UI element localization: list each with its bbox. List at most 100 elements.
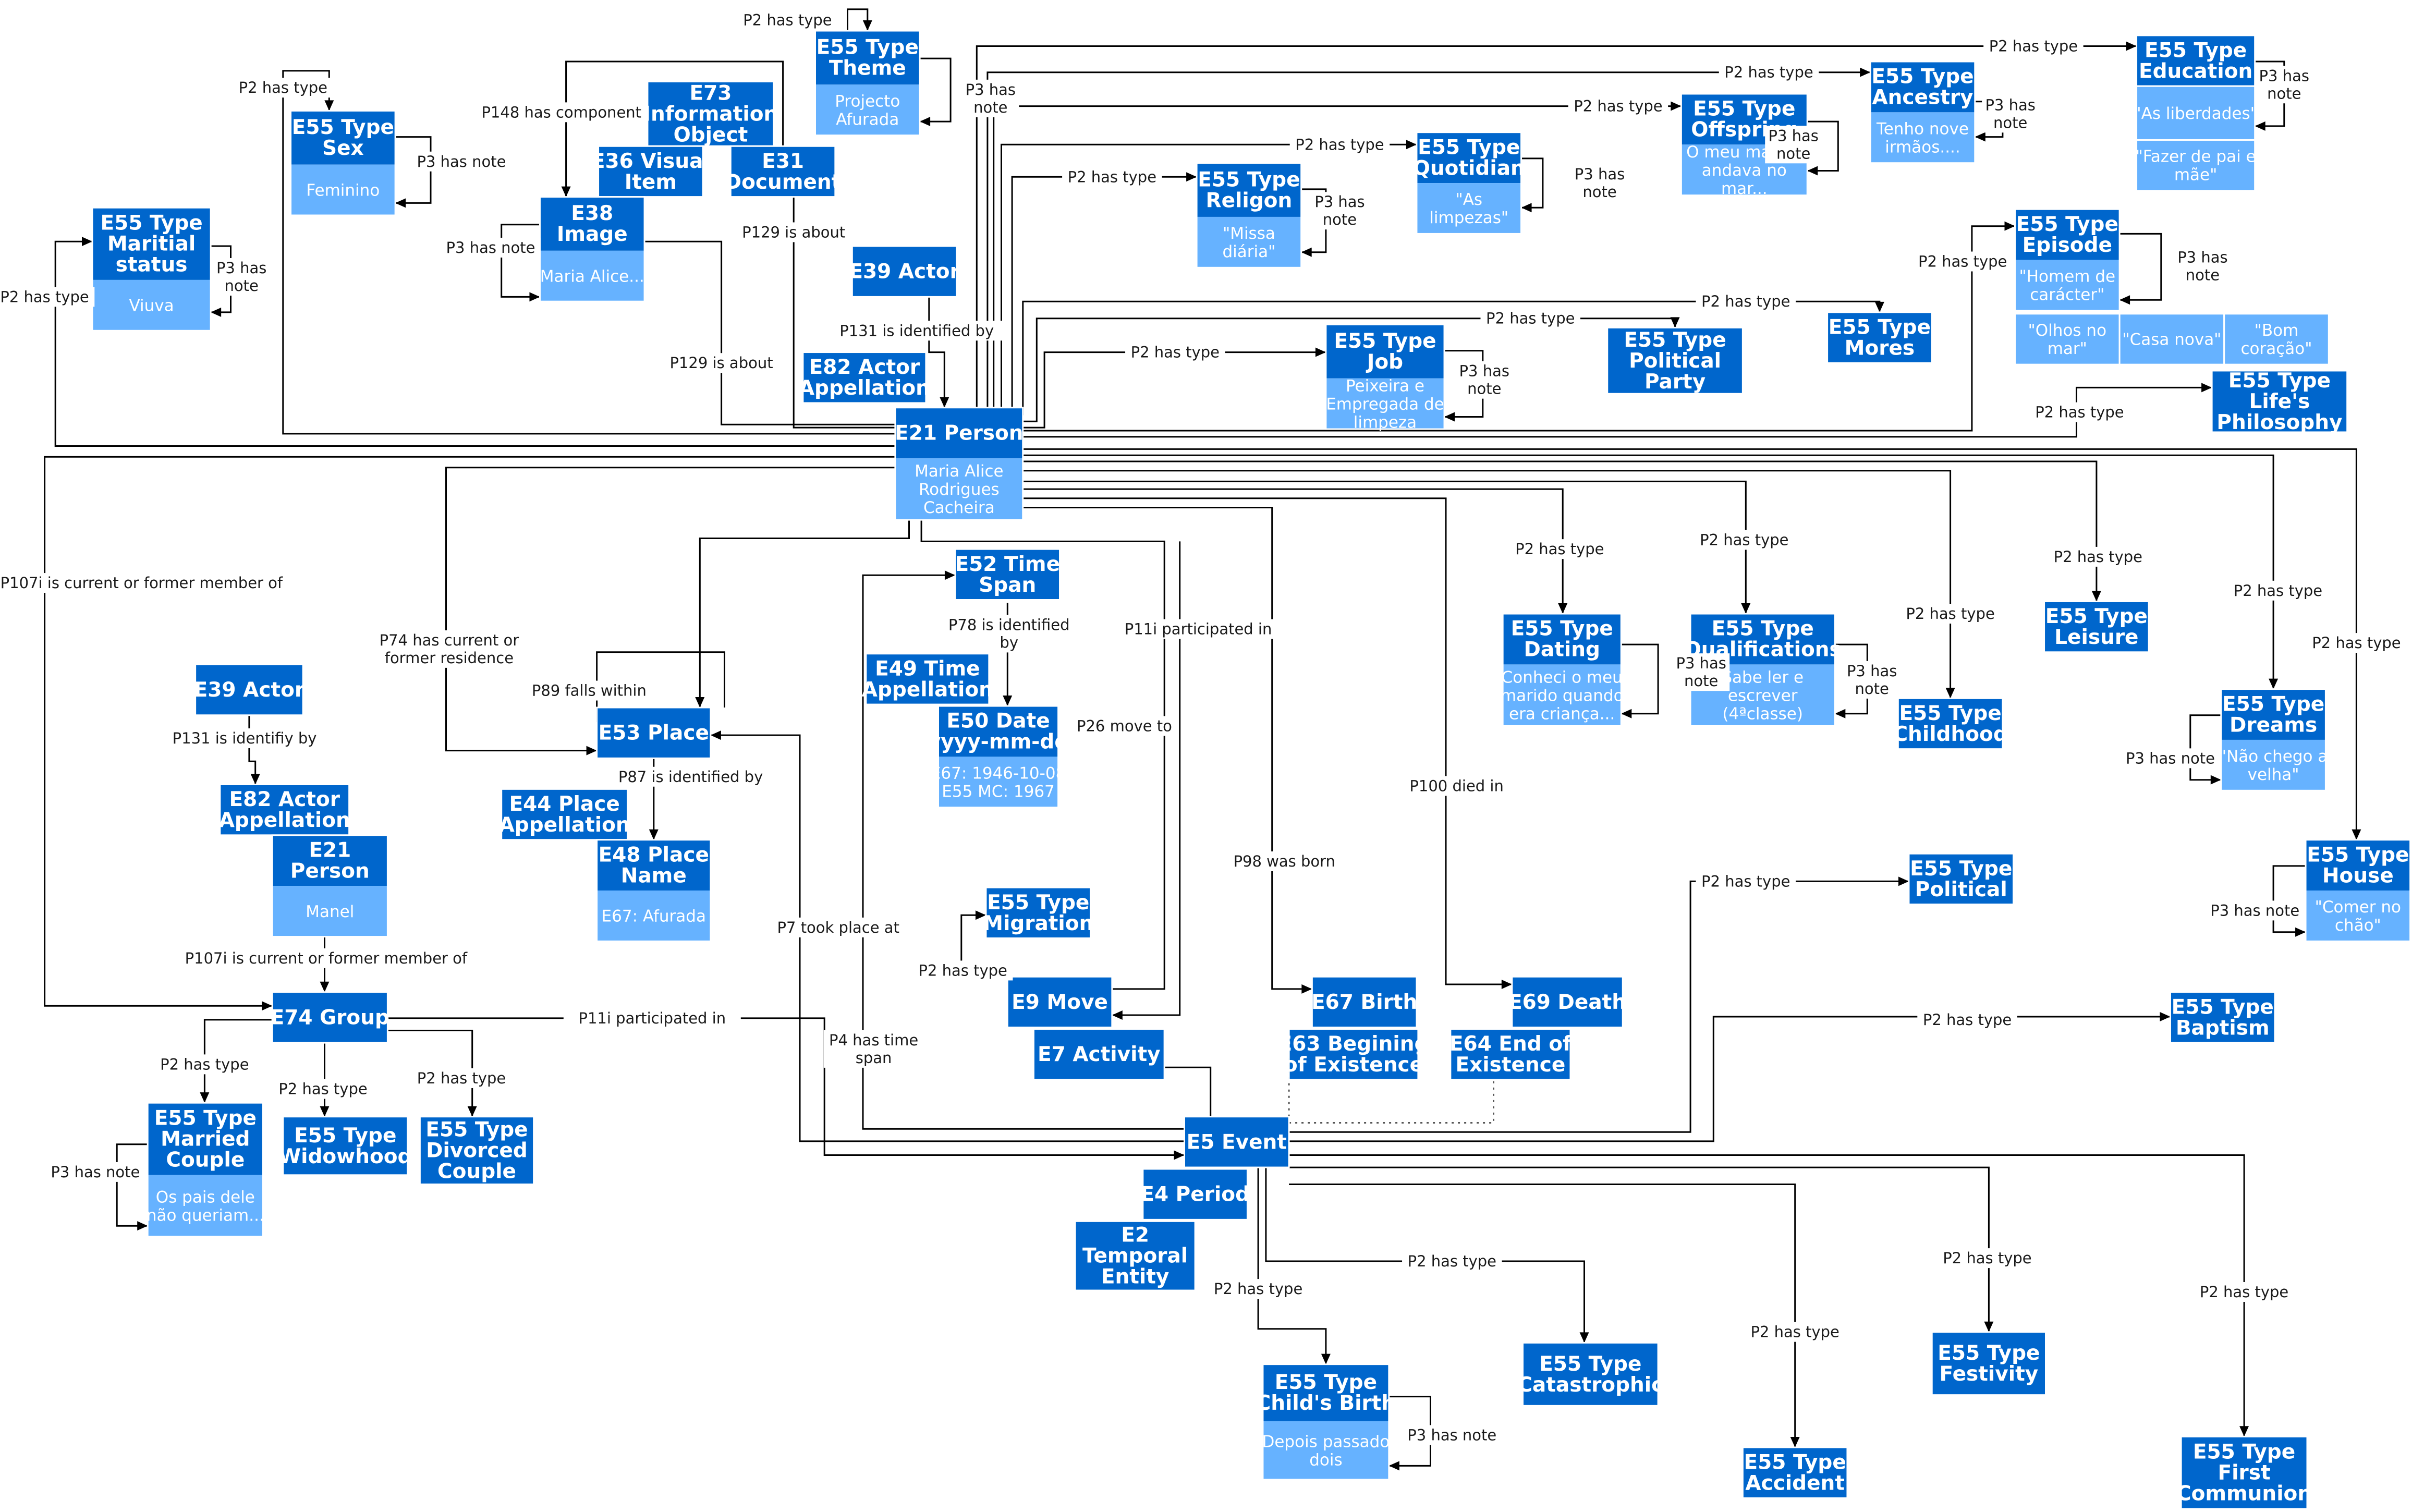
edge-label-text: note — [1323, 211, 1357, 228]
edge-label-bg — [1765, 126, 1822, 164]
arrowhead — [137, 1221, 148, 1231]
node-title-line: Divorced — [426, 1139, 528, 1163]
node-header — [92, 208, 211, 280]
edge-label-bg — [1673, 653, 1730, 691]
edge-label-p100: P100 died in — [1402, 776, 1511, 796]
node-note-line: Rodrigues — [919, 480, 1000, 499]
node-header — [2015, 313, 2120, 365]
arrowhead — [211, 307, 222, 317]
edge-line — [1011, 176, 1197, 408]
node-title-line: Baptism — [2176, 1016, 2270, 1040]
node-header — [1503, 614, 1622, 665]
node-border — [894, 407, 1024, 521]
node-header — [1075, 1221, 1196, 1291]
edge-label-text: P2 has type — [2054, 548, 2142, 566]
node-border — [802, 351, 927, 404]
edge-label-text: P107i is current or former member of — [1, 574, 283, 592]
edge-line — [2119, 233, 2162, 301]
edge-label-text: P3 has — [1847, 662, 1897, 680]
edge-label-bg — [2174, 247, 2231, 285]
node-note-line: "Bom — [2255, 321, 2299, 340]
edge-label-text: P87 is identified by — [618, 768, 763, 786]
edge-label-p2-mores: P2 has type — [1696, 291, 1796, 312]
edge-label-p2-baptism: P2 has type — [1917, 1009, 2017, 1030]
edge-label-text: P78 is identified — [948, 616, 1070, 633]
arrowhead — [1321, 1354, 1331, 1364]
node-header — [540, 197, 645, 251]
node-header — [1607, 327, 1743, 394]
arrowhead — [1444, 412, 1455, 422]
edge-label-bg — [663, 353, 780, 373]
edge-label-text: P3 has — [1985, 96, 2035, 114]
node-e9: E9 Move — [1006, 976, 1113, 1029]
node-title-line: Political — [1915, 878, 2007, 901]
node-note-line: escrever — [1728, 686, 1798, 705]
node-header — [2221, 689, 2326, 740]
arrowhead — [695, 697, 705, 708]
edge-label-text: P3 has — [966, 81, 1016, 99]
edge-label-text: P2 has type — [1408, 1252, 1496, 1270]
edge-label-p131a: P131 is identified by — [823, 321, 1010, 341]
node-title-line: Sex — [322, 137, 364, 160]
node-header — [598, 146, 703, 197]
node-header — [2136, 35, 2255, 87]
node-note-line: coração" — [2240, 339, 2312, 358]
node-title-line: E31 — [762, 150, 804, 173]
edge-label-text: P2 has type — [1724, 64, 1813, 81]
edge-line — [44, 456, 895, 1007]
edge-label-bg — [823, 321, 1010, 341]
edge-label-text: P2 has type — [2312, 634, 2401, 652]
node-header — [895, 407, 1023, 459]
node-body — [2015, 260, 2120, 311]
edge-label-p2-festivity: P2 has type — [1937, 1248, 2038, 1269]
edge-label-bg — [1311, 192, 1368, 230]
node-title-line: E55 Type — [817, 36, 919, 59]
node-title-line: E55 Type — [1418, 136, 1520, 159]
node-note-line: "Não chego a — [2219, 747, 2328, 766]
edge-label-bg — [2256, 66, 2313, 104]
edge-line — [1022, 507, 1312, 990]
node-header — [1007, 977, 1112, 1028]
arrowhead — [2126, 41, 2137, 51]
node-title-line: E55 Type — [2193, 1441, 2295, 1464]
node-title-line: Appellation — [219, 809, 350, 832]
edge-label-bg — [912, 960, 1013, 981]
edge-label-text: P2 has type — [743, 11, 832, 29]
arrowhead — [1301, 247, 1312, 257]
edge-label-bg — [766, 917, 910, 937]
edge-label-text: P3 has note — [2210, 901, 2299, 919]
node-header — [2181, 1436, 2307, 1509]
arrowhead — [1112, 1010, 1123, 1020]
arrowhead — [2210, 775, 2221, 785]
node-body — [2306, 891, 2410, 942]
edge-line — [920, 520, 1165, 990]
arrowhead — [1406, 140, 1417, 150]
edge-label-bg — [962, 79, 1019, 117]
edge-label-bg — [1745, 1322, 1845, 1342]
node-border — [147, 1102, 264, 1238]
node-border — [596, 706, 712, 759]
node-header — [283, 1116, 408, 1175]
arrowhead — [649, 829, 659, 840]
node-header — [596, 839, 711, 891]
edge-label-bg — [1694, 530, 1795, 550]
node-note-line: "As liberdades" — [2134, 104, 2257, 123]
edge-label-text: P3 has — [1768, 127, 1818, 144]
edge-label-bg — [481, 102, 642, 123]
edge-line — [2272, 865, 2306, 933]
arrowhead — [1898, 876, 1909, 886]
